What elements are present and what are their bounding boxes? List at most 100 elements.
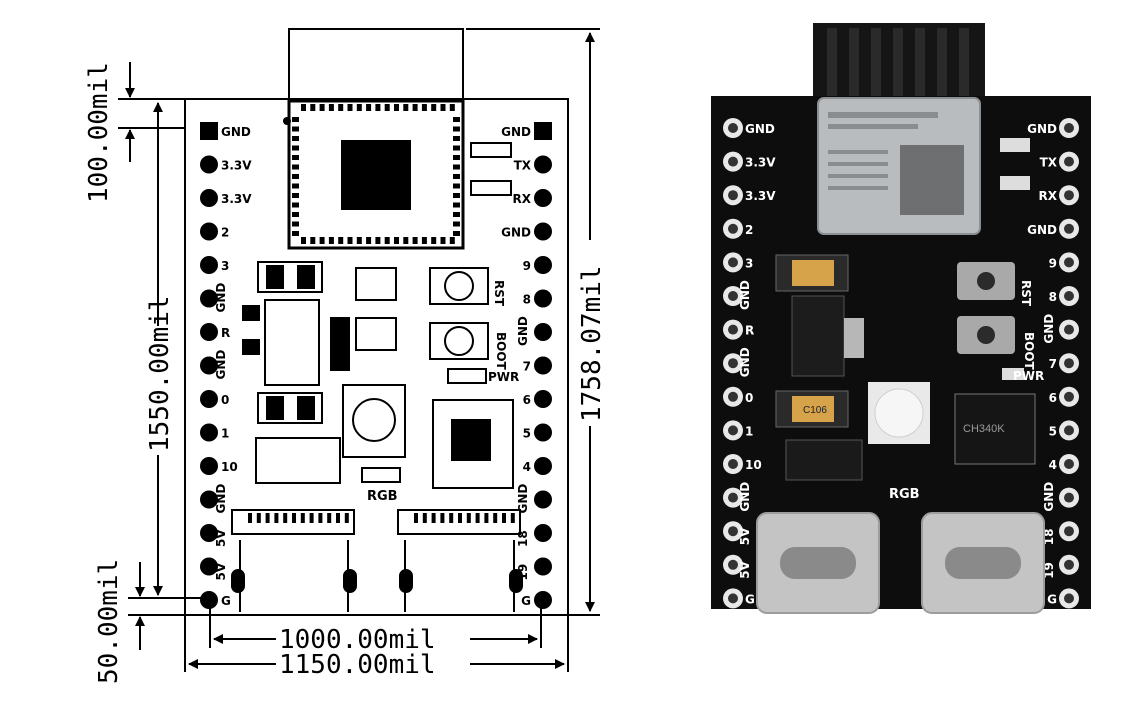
right-pin-label-3: GND — [501, 226, 531, 240]
pin-pad — [200, 524, 218, 542]
component-footprints — [231, 142, 523, 612]
pin-pad — [534, 356, 552, 375]
left-pin-label-6: R — [745, 324, 754, 338]
boot-label: BOOT — [494, 332, 508, 371]
right-pin-label-8: 6 — [523, 393, 531, 407]
pin-pad — [200, 323, 218, 341]
left-pin-label-12: 5V — [738, 527, 752, 545]
right-pin-label-14: G — [521, 594, 531, 608]
left-pin-label-0: GND — [745, 122, 775, 136]
right-pin-label-2: RX — [1039, 189, 1058, 203]
pin-pad-square — [200, 122, 218, 140]
photo-rgb-label: RGB — [889, 487, 920, 502]
pin-pad-square — [534, 122, 552, 140]
left-pin-label-4: 3 — [221, 259, 229, 273]
left-pin-label-1: 3.3V — [221, 159, 252, 173]
dim-total-height: 1758.07mil — [577, 265, 607, 422]
right-pin-label-6: GND — [516, 316, 530, 346]
right-pin-label-12: 18 — [516, 530, 530, 547]
right-pin-label-7: 7 — [1049, 357, 1057, 371]
rgb-label: RGB — [367, 489, 398, 504]
photo-pwr-label: PWR — [1013, 369, 1044, 383]
pin-pad — [534, 155, 552, 174]
right-pin-label-4: 9 — [1049, 256, 1057, 270]
dim-board-width: 1150.00mil — [279, 650, 436, 680]
pin-pad — [534, 323, 552, 341]
dimension-lines — [118, 28, 600, 672]
left-pin-label-13: 5V — [214, 562, 228, 580]
dim-bottom-offset: 50.00mil — [94, 559, 124, 684]
photo-rst-label: RST — [1019, 280, 1033, 307]
pin-pad — [534, 390, 552, 408]
pin-pad — [534, 591, 552, 609]
left-pin-label-5: GND — [738, 280, 752, 310]
pwr-label: PWR — [488, 370, 519, 384]
left-pin-label-12: 5V — [214, 529, 228, 547]
right-pin-label-5: 8 — [1049, 290, 1057, 304]
right-pin-label-14: G — [1047, 592, 1057, 606]
module-datamatrix — [900, 145, 964, 215]
left-pin-label-3: 2 — [745, 223, 753, 237]
right-pin-label-3: GND — [1027, 223, 1057, 237]
left-pin-label-11: GND — [214, 484, 228, 514]
pin-pad — [534, 557, 552, 576]
pin-pad — [534, 222, 552, 241]
left-pin-label-5: GND — [214, 283, 228, 313]
pin-pad — [200, 557, 218, 576]
left-pin-label-2: 3.3V — [221, 192, 252, 206]
right-pin-label-9: 5 — [523, 427, 531, 441]
left-pin-label-8: 0 — [745, 391, 753, 405]
right-pin-label-1: TX — [1040, 156, 1058, 170]
pin-pad — [200, 289, 218, 308]
right-pin-label-0: GND — [1027, 122, 1057, 136]
left-pin-label-7: GND — [738, 347, 752, 377]
right-pin-label-4: 9 — [523, 259, 531, 273]
right-pin-label-2: RX — [513, 192, 532, 206]
right-pin-label-9: 5 — [1049, 424, 1057, 438]
left-pin-label-10: 10 — [745, 458, 762, 472]
pin-pad — [534, 189, 552, 207]
pin-pad — [534, 490, 552, 509]
right-pin-label-13: 19 — [1042, 562, 1056, 579]
right-pin-label-10: 4 — [1049, 458, 1057, 472]
rst-label: RST — [492, 280, 506, 307]
left-pin-label-1: 3.3V — [745, 156, 776, 170]
pin-pad — [200, 356, 218, 375]
left-pin-label-10: 10 — [221, 460, 238, 474]
left-pin-label-0: GND — [221, 125, 251, 139]
capacitor-label: C106 — [803, 405, 827, 416]
pin-pad — [200, 256, 218, 274]
pin-pad — [534, 524, 552, 542]
pin-pad — [200, 189, 218, 207]
dim-board-height: 1550.00mil — [145, 295, 175, 452]
pin-pad — [534, 457, 552, 475]
esp-module-footprint — [283, 99, 465, 250]
pin-pad — [200, 423, 218, 442]
ch340-label: CH340K — [963, 423, 1005, 435]
left-pin-label-14: G — [221, 594, 231, 608]
antenna-outline — [288, 28, 464, 100]
left-pin-label-3: 2 — [221, 226, 229, 240]
dim-top-clearance: 100.00mil — [84, 62, 114, 203]
photo-components: C106 CH340K — [756, 138, 1045, 614]
left-pin-label-14: G — [745, 592, 755, 606]
pin-pad — [534, 256, 552, 274]
right-pin-label-1: TX — [514, 159, 532, 173]
left-pin-label-9: 1 — [221, 427, 229, 441]
left-pin-label-2: 3.3V — [745, 189, 776, 203]
right-pin-label-0: GND — [501, 125, 531, 139]
left-pin-label-7: GND — [214, 350, 228, 380]
pin-pad — [200, 222, 218, 241]
right-pin-label-6: GND — [1042, 314, 1056, 344]
right-pin-label-7: 7 — [523, 360, 531, 374]
left-pin-label-4: 3 — [745, 256, 753, 270]
right-pin-label-10: 4 — [523, 460, 531, 474]
left-pin-label-6: R — [221, 326, 230, 340]
left-pin-label-9: 1 — [745, 424, 753, 438]
